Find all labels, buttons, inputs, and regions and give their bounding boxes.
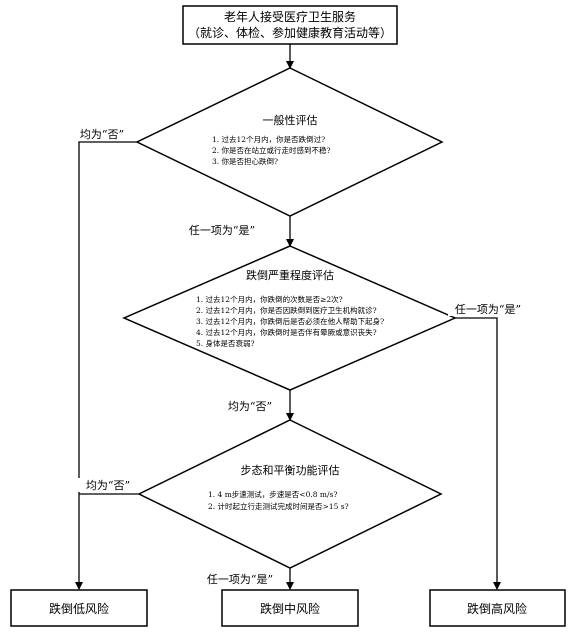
- label-gait-any-yes: 任一项为“是”: [207, 573, 273, 586]
- general-assessment-title: 一般性评估: [263, 113, 318, 127]
- outcome-medium-label: 跌倒中风险: [260, 601, 320, 616]
- start-box-line2: （就诊、体检、参加健康教育活动等）: [188, 25, 392, 40]
- severity-assessment-title: 跌倒严重程度评估: [246, 268, 334, 282]
- label-general-all-no: 均为“否”: [80, 128, 124, 141]
- label-severity-any-yes: 任一项为“是”: [455, 303, 521, 316]
- general-item-1: 1. 过去12个月内，你是否跌倒过?: [212, 134, 325, 144]
- outcome-low-box: [10, 589, 148, 627]
- severity-item-1: 1. 过去12个月内，你跌倒的次数是否≥2次?: [196, 294, 343, 304]
- severity-item-4: 4. 过去12个月内，你跌倒时是否伴有晕厥或意识丧失?: [196, 327, 377, 337]
- gait-item-2: 2. 计时起立行走测试完成时间是否>15 s?: [208, 501, 349, 511]
- severity-item-3: 3. 过去12个月内，你跌倒后是否必须在他人帮助下起身?: [196, 316, 384, 326]
- label-severity-all-no: 均为“否”: [228, 400, 272, 413]
- severity-item-5: 5. 身体是否衰弱?: [196, 338, 255, 348]
- label-general-any-yes: 任一项为“是”: [189, 224, 255, 237]
- arrow-general-no-to-low: [75, 141, 137, 590]
- outcome-medium-box: [221, 589, 359, 627]
- gait-assessment-title: 步态和平衡功能评估: [241, 463, 340, 477]
- general-item-2: 2. 你是否在站立或行走时感到不稳?: [212, 145, 331, 155]
- label-gait-all-no: 均为“否”: [86, 479, 130, 492]
- outcome-high-label: 跌倒高风险: [467, 601, 527, 616]
- gait-item-1: 1. 4 m步速测试，步速是否<0.8 m/s?: [208, 489, 337, 499]
- arrow-severity-yes-to-high: [455, 317, 501, 590]
- general-item-3: 3. 你是否担心跌倒?: [212, 156, 278, 166]
- start-box: [182, 5, 398, 45]
- outcome-high-box: [429, 589, 566, 627]
- severity-item-2: 2. 过去12个月内，你是否因跌倒到医疗卫生机构就诊?: [196, 305, 377, 315]
- outcome-low-label: 跌倒低风险: [49, 601, 109, 616]
- start-box-line1: 老年人接受医疗卫生服务: [224, 9, 356, 24]
